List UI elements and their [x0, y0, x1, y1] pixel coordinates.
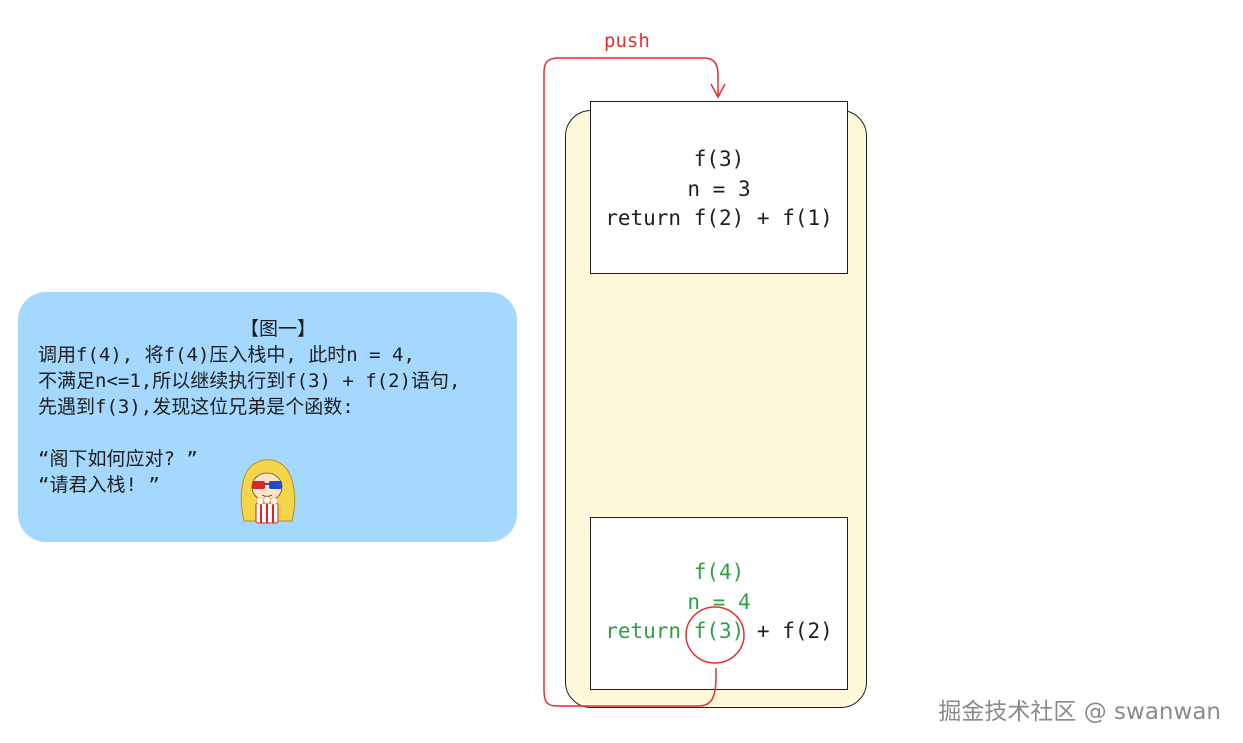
frame-f4-call-f3: f(3)	[693, 619, 745, 643]
frame-f4-return-line: return f(3) + f(2)	[591, 617, 847, 647]
mascot-sticker	[240, 459, 296, 524]
note-quote-2: “请君入栈! ”	[38, 474, 160, 496]
note-title: 【图一】	[239, 318, 316, 340]
note-quote-1: “阁下如何应对? ”	[38, 448, 198, 470]
watermark: 掘金技术社区 @ swanwan	[938, 699, 1221, 725]
frame-f3-name: f(3)	[693, 147, 745, 171]
frame-f4-name: f(4)	[693, 560, 745, 584]
stack-frame-f4: f(4) n = 4 return f(3) + f(2)	[590, 517, 848, 690]
note-line-1: 调用f(4), 将f(4)压入栈中, 此时n = 4,	[38, 344, 415, 366]
note-line-2: 不满足n<=1,所以继续执行到f(3) + f(2)语句,	[38, 370, 461, 392]
note-line-3: 先遇到f(3),发现这位兄弟是个函数:	[38, 396, 354, 418]
frame-f3-return: return f(2) + f(1)	[605, 206, 833, 230]
push-arrow-head	[710, 83, 726, 99]
push-label: push	[604, 30, 650, 52]
frame-f4-return-keyword: return	[605, 619, 694, 643]
frame-f4-return-rest: + f(2)	[744, 619, 833, 643]
stack-frame-f3: f(3) n = 3 return f(2) + f(1)	[590, 101, 848, 274]
note-spacer	[38, 420, 517, 446]
frame-f4-n: n = 4	[687, 589, 751, 614]
frame-f3-n: n = 3	[687, 176, 751, 201]
